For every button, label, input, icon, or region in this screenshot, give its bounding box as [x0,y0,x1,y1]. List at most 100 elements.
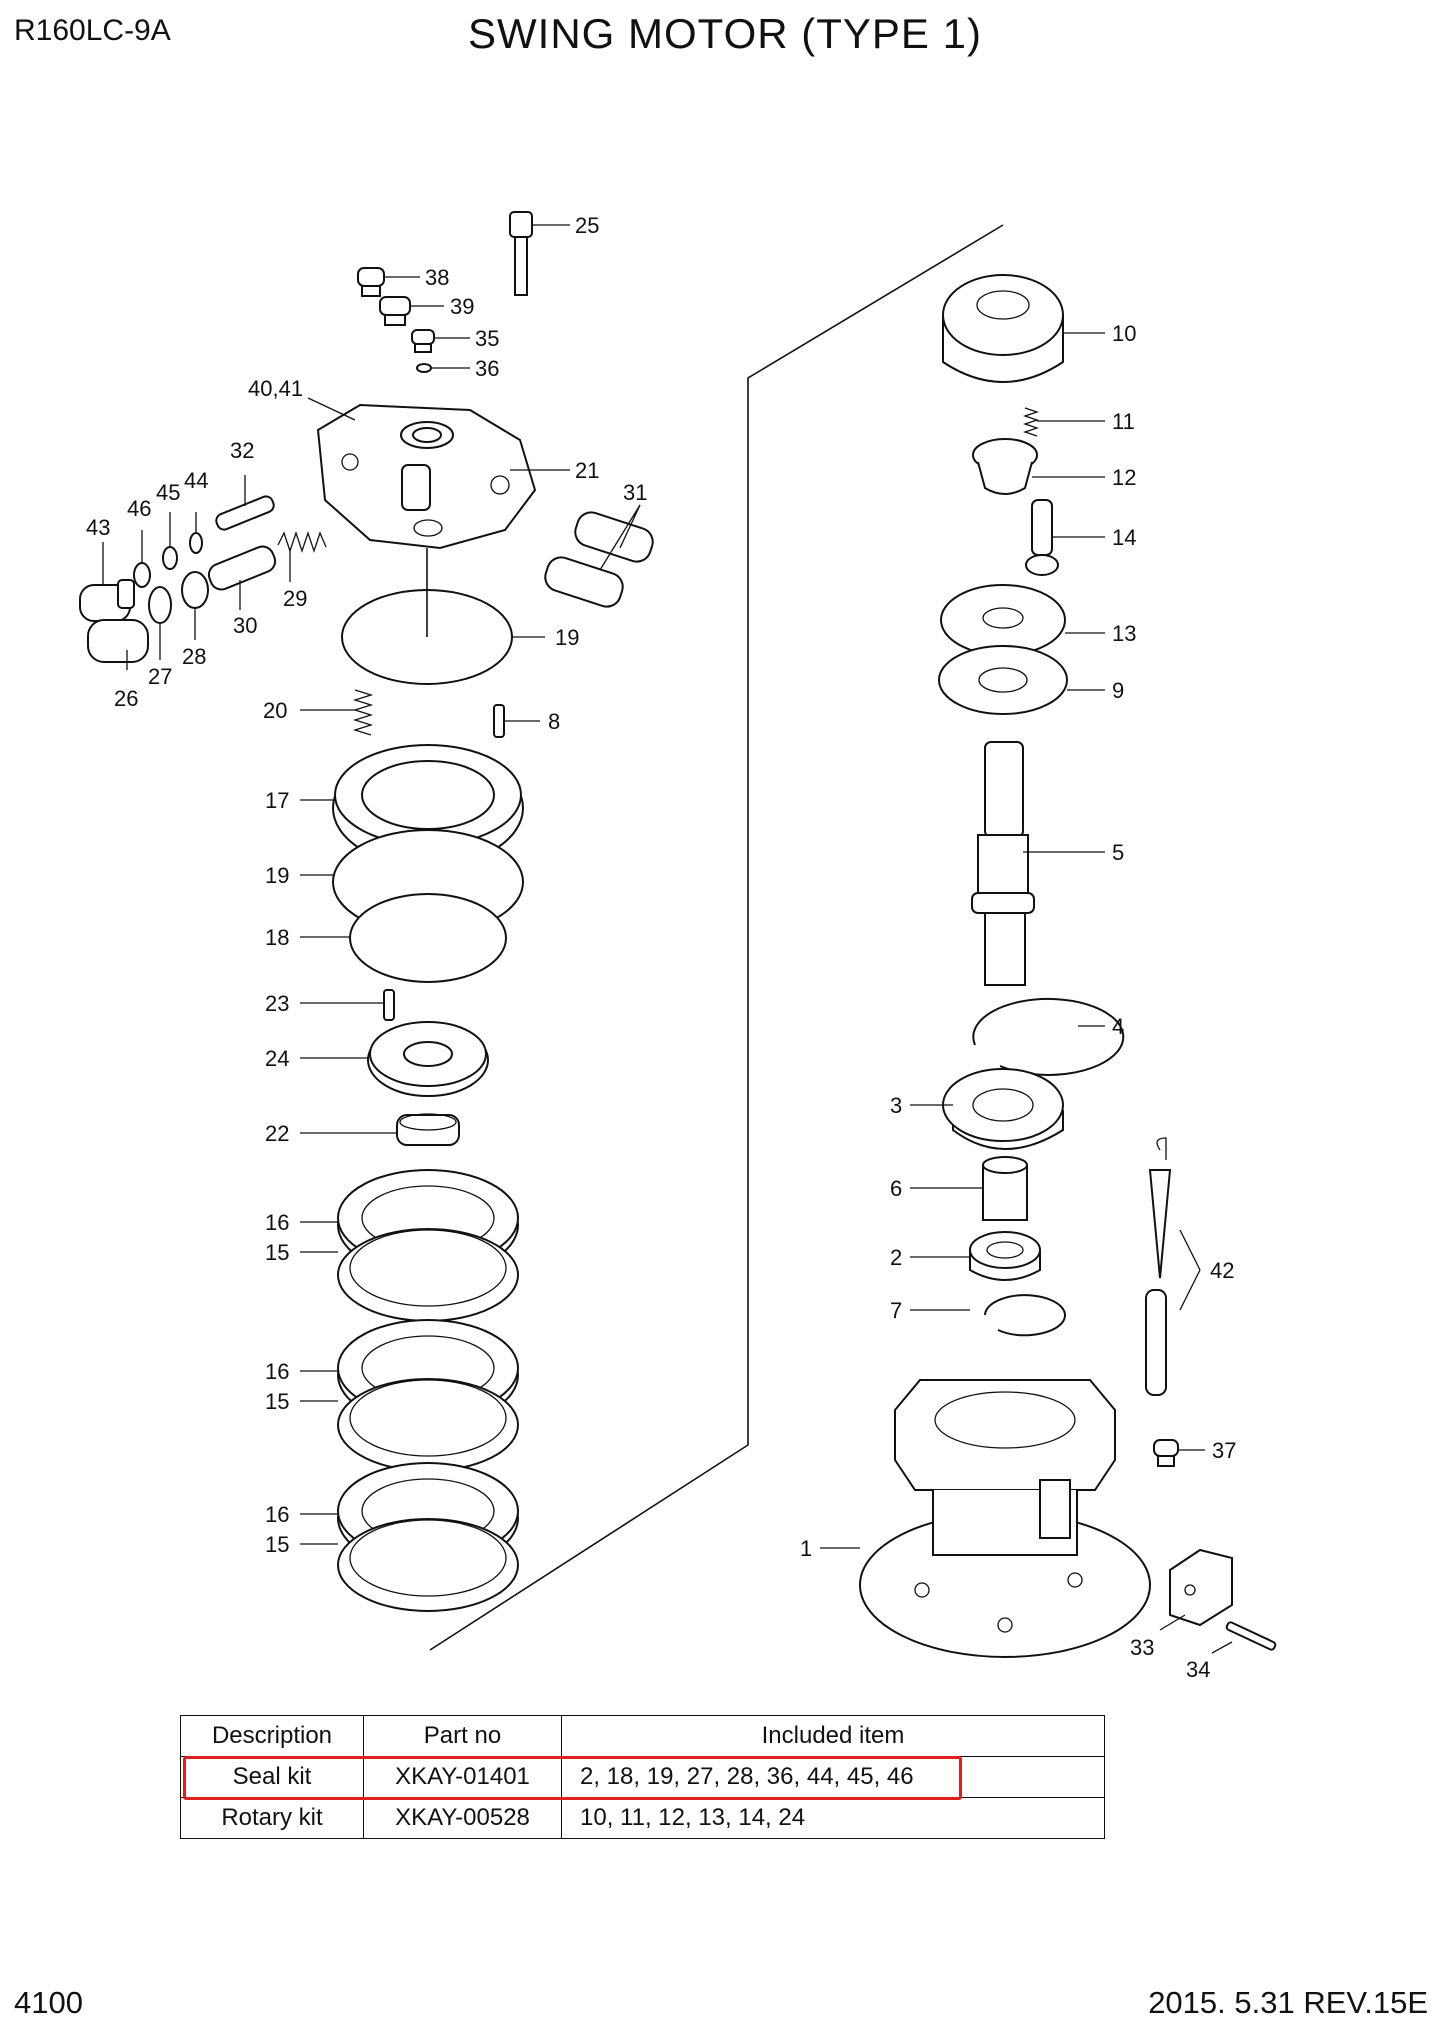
callout-46: 46 [127,496,151,521]
column-header-description: Description [180,1715,364,1757]
part-36-o-ring [416,363,432,373]
callout-9: 9 [1112,678,1124,703]
callout-45: 45 [156,480,180,505]
part-14-piston [1025,499,1059,576]
part-16-15-friction-plates-set3 [337,1462,519,1612]
column-header-part-no: Part no [363,1715,562,1757]
callout-33: 33 [1130,1635,1154,1660]
part-24-valve-plate [367,1021,489,1097]
part-5-drive-shaft [971,741,1035,986]
callout-3: 3 [890,1093,902,1118]
table-row-rotary-kit: Rotary kit XKAY-00528 10, 11, 12, 13, 14… [180,1797,1105,1839]
part-22-needle-bearing [396,1113,460,1146]
callout-28: 28 [182,644,206,669]
part-4-snap-ring [972,997,1125,1076]
callout-15-a: 15 [265,1240,289,1265]
part-12-spherical-bushing [972,438,1038,495]
callout-31: 31 [623,480,647,505]
callout-25: 25 [575,213,599,238]
part-30-valve [207,545,277,591]
callout-5: 5 [1112,840,1124,865]
callout-39: 39 [450,294,474,319]
callout-14: 14 [1112,525,1136,550]
callout-32: 32 [230,438,254,463]
callout-18: 18 [265,925,289,950]
callout-24: 24 [265,1046,289,1071]
part-46-o-ring [133,562,151,588]
callout-16-b: 16 [265,1359,289,1384]
callout-20: 20 [263,698,287,723]
part-10-cylinder-block [942,274,1064,383]
callout-38: 38 [425,265,449,290]
part-16-15-friction-plates-set2 [337,1319,519,1472]
callout-36: 36 [475,356,499,381]
callout-10: 10 [1112,321,1136,346]
part-21-valve-casing [316,403,537,550]
part-2-oil-seal [969,1231,1041,1281]
callout-labels: 25 38 39 35 36 40,41 21 31 32 44 45 46 4… [86,213,1236,1682]
part-25-bolt [509,211,533,296]
part-42-level-gauge [1145,1137,1172,1396]
callout-43: 43 [86,515,110,540]
seal-kit-highlight-box [183,1756,962,1800]
callout-21: 21 [575,458,599,483]
part-44-o-ring [189,532,203,554]
column-header-included-item: Included item [561,1715,1105,1757]
part-34-bolt [1225,1621,1277,1651]
callout-15-c: 15 [265,1532,289,1557]
callout-19-lower: 19 [265,863,289,888]
cell-description: Seal kit [180,1756,364,1798]
callout-29: 29 [283,586,307,611]
part-38-plug [357,267,385,297]
part-23-pin [383,989,395,1021]
callout-27: 27 [148,664,172,689]
part-8-pin [493,704,505,738]
cell-description: Rotary kit [180,1797,364,1839]
callout-6: 6 [890,1176,902,1201]
table-row-seal-kit: Seal kit XKAY-01401 2, 18, 19, 27, 28, 3… [180,1756,1105,1798]
callout-7: 7 [890,1298,902,1323]
callout-40-41: 40,41 [248,376,303,401]
model-number: R160LC-9A [14,14,171,47]
callout-37: 37 [1212,1438,1236,1463]
callout-16-c: 16 [265,1502,289,1527]
revision-date: 2015. 5.31 REV.15E [1148,1985,1428,2020]
callout-1: 1 [800,1536,812,1561]
part-29-spring [277,530,327,554]
part-13-retainer-plate [940,584,1066,656]
callout-16-a: 16 [265,1210,289,1235]
callout-4: 4 [1112,1014,1124,1039]
part-20-spring [352,689,374,736]
part-7-snap-ring [984,1294,1066,1337]
callout-30: 30 [233,613,257,638]
callout-12: 12 [1112,465,1136,490]
part-39-plug [379,296,411,326]
assembly-divider-line [429,224,1004,1651]
part-31-relief-valves [544,511,654,608]
cell-part-no: XKAY-00528 [363,1797,562,1839]
callout-35: 35 [475,326,499,351]
part-32-valve [215,495,275,531]
page-number: 4100 [14,1985,83,2020]
part-37-plug [1153,1439,1179,1467]
callout-15-b: 15 [265,1389,289,1414]
part-11-spring [1022,407,1040,437]
part-33-valve-block [1169,1548,1233,1627]
leader-lines [102,224,1233,1654]
callout-13: 13 [1112,621,1136,646]
callout-19-upper: 19 [555,625,579,650]
part-43-plug [79,579,135,622]
cell-included-items: 2, 18, 19, 27, 28, 36, 44, 45, 46 [561,1756,1105,1798]
callout-22: 22 [265,1121,289,1146]
part-3-roller-bearing [942,1068,1064,1150]
page-title: SWING MOTOR (TYPE 1) [468,10,982,57]
cell-part-no: XKAY-01401 [363,1756,562,1798]
part-26-plug [87,619,149,663]
callout-17: 17 [265,788,289,813]
part-16-15-friction-plates-set1 [337,1169,519,1322]
callout-42: 42 [1210,1258,1234,1283]
part-27-o-ring [148,586,172,624]
callout-44: 44 [184,468,208,493]
callout-11: 11 [1112,409,1135,434]
